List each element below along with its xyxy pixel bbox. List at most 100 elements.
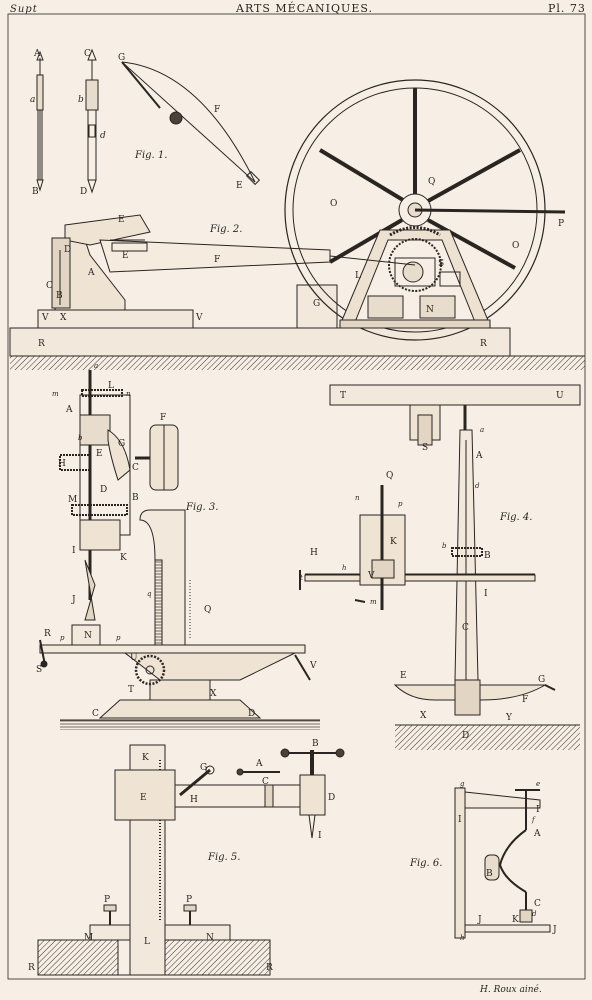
fig4-part-label: d xyxy=(475,482,480,490)
fig4-part-label: V xyxy=(367,571,375,581)
fig6-part-label: e xyxy=(536,780,540,788)
fig2-part-label: D xyxy=(64,245,71,255)
fig6-part-label: A xyxy=(533,829,541,839)
fig5-part-label: G xyxy=(200,763,207,773)
fig3-part-label: C xyxy=(92,709,99,719)
fig3-part-label: S xyxy=(36,665,42,675)
fig5-part-label: B xyxy=(312,739,319,749)
fig4-part-label: K xyxy=(390,537,397,547)
fig4-part-label: T xyxy=(340,391,346,401)
fig4-part-label: a xyxy=(480,426,484,434)
header-plate-number: Pl. 73 xyxy=(548,2,586,15)
fig4-part-label: n xyxy=(355,494,360,502)
fig4-part-label: h xyxy=(342,564,347,572)
fig3-part-label: X xyxy=(210,689,217,699)
fig4-part-label: C xyxy=(462,623,469,633)
fig2-part-label: L xyxy=(355,271,361,281)
fig4-part-label: I xyxy=(484,589,488,599)
fig4-part-label: m xyxy=(370,598,377,606)
fig4-part-label: S xyxy=(422,443,428,453)
figure-1-labels: A a B C b d D G F E Fig. 1. xyxy=(30,49,243,197)
fig2-part-label: N xyxy=(426,305,434,315)
fig5-part-label: R xyxy=(28,963,35,973)
fig5-part-label: E xyxy=(140,793,147,803)
fig3-part-label: N xyxy=(84,631,92,641)
fig5-part-label: L xyxy=(144,937,150,947)
fig5-part-label: I xyxy=(318,831,322,841)
fig3-part-label: V xyxy=(309,661,317,671)
figure-4-labels: T U S a A Q n p d K H h b B t V I m C E … xyxy=(300,391,564,741)
figure-5 xyxy=(37,744,345,976)
fig3-part-label: b xyxy=(78,434,83,442)
fig3-part-label: U xyxy=(130,653,138,663)
fig3-part-label: D xyxy=(100,485,107,495)
fig2-part-label: O xyxy=(330,199,337,209)
fig1-part-label: b xyxy=(78,95,84,105)
fig3-part-label: L xyxy=(108,381,114,391)
fig6-caption: Fig. 6. xyxy=(409,858,442,869)
fig4-part-label: D xyxy=(462,731,469,741)
fig2-part-label: O xyxy=(512,241,519,251)
fig4-part-label: X xyxy=(420,711,427,721)
fig4-part-label: B xyxy=(484,551,491,561)
fig3-part-label: E xyxy=(96,449,103,459)
fig4-part-label: U xyxy=(556,391,564,401)
figure-6 xyxy=(454,787,551,939)
fig5-part-label: N xyxy=(206,933,214,943)
fig5-part-label: H xyxy=(190,795,198,805)
fig1-part-label: E xyxy=(236,181,243,191)
fig2-part-label: V xyxy=(41,313,49,323)
fig5-part-label: P xyxy=(104,895,110,905)
fig6-part-label: K xyxy=(512,915,519,925)
engraver-signature: H. Roux ainé. xyxy=(480,985,542,995)
fig6-part-label: g xyxy=(460,780,465,788)
fig3-part-label: G xyxy=(118,439,125,449)
fig5-part-label: K xyxy=(142,753,149,763)
figure-2-labels: E D E F A C B V X V G L Q O O P S N R R … xyxy=(38,177,564,349)
fig6-part-label: B xyxy=(486,869,493,879)
fig4-part-label: Y xyxy=(505,713,513,723)
fig5-part-label: M xyxy=(84,933,93,943)
fig3-part-label: p xyxy=(116,634,121,642)
fig3-part-label: T xyxy=(128,685,134,695)
fig3-part-label: R xyxy=(44,629,51,639)
fig4-part-label: Q xyxy=(386,471,393,481)
fig6-part-label: h xyxy=(460,934,465,942)
fig2-part-label: R xyxy=(480,339,487,349)
fig6-part-label: f xyxy=(531,816,536,824)
fig6-part-label: J xyxy=(552,925,557,935)
fig4-part-label: E xyxy=(400,671,407,681)
fig2-part-label: C xyxy=(46,281,53,291)
fig3-part-label: I xyxy=(72,546,76,556)
fig1-part-label: A xyxy=(33,49,41,59)
fig2-part-label: R xyxy=(38,339,45,349)
fig1-part-label: D xyxy=(80,187,87,197)
fig3-part-label: n xyxy=(126,390,131,398)
fig5-part-label: C xyxy=(262,777,269,787)
fig2-part-label: P xyxy=(558,219,564,229)
fig3-part-label: C xyxy=(132,463,139,473)
fig4-part-label: H xyxy=(310,548,318,558)
fig2-part-label: G xyxy=(313,299,320,309)
fig1-part-label: G xyxy=(118,53,125,63)
figure-5-labels: K G A B E H C D I P P M L N R R Fig. 5. xyxy=(28,739,335,973)
fig3-part-label: M xyxy=(68,495,77,505)
fig2-caption: Fig. 2. xyxy=(209,224,242,235)
fig1-part-label: C xyxy=(84,49,91,59)
fig4-part-label: b xyxy=(442,542,447,550)
fig3-part-label: J xyxy=(71,595,76,605)
fig2-part-label: V xyxy=(195,313,203,323)
fig6-part-label: J xyxy=(477,915,482,925)
fig1-part-label: B xyxy=(32,187,39,197)
fig6-part-label: C xyxy=(534,899,541,909)
fig3-caption: Fig. 3. xyxy=(185,502,218,513)
fig4-part-label: t xyxy=(300,574,303,582)
fig1-part-label: d xyxy=(100,131,106,141)
fig3-part-label: K xyxy=(120,553,127,563)
fig4-part-label: G xyxy=(538,675,545,685)
fig3-part-label: A xyxy=(65,405,73,415)
header-supplement: Supt xyxy=(10,4,38,15)
fig5-part-label: P xyxy=(186,895,192,905)
fig5-part-label: D xyxy=(328,793,335,803)
